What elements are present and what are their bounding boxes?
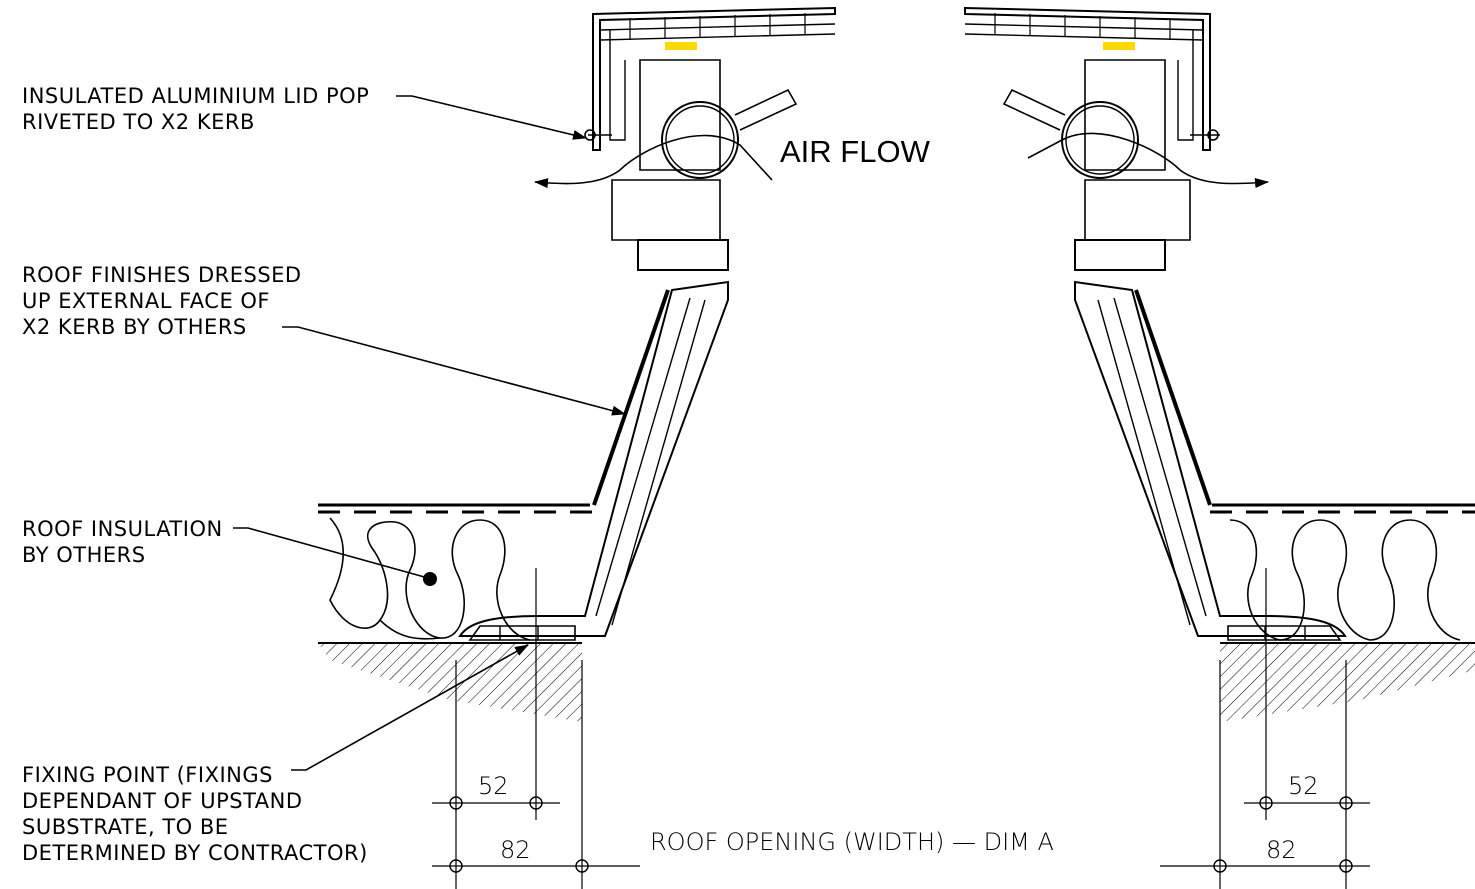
- left-airflow-arrow: [534, 134, 773, 189]
- dim-right-inner: 52: [1288, 772, 1319, 800]
- airflow-label: AIR FLOW: [780, 134, 930, 169]
- fixing-annotation: FIXING POINT (FIXINGS DEPENDANT OF UPSTA…: [22, 762, 368, 866]
- dim-left-inner: 52: [478, 772, 509, 800]
- fixing-annotation-line-4: DETERMINED BY CONTRACTOR): [22, 841, 368, 865]
- fixing-annotation-line-3: SUBSTRATE, TO BE: [22, 815, 229, 839]
- left-rooflight-frame: [637, 239, 729, 271]
- dim-right-outer: 82: [1266, 836, 1297, 864]
- right-lid: [964, 6, 1211, 151]
- right-insulation: [1229, 519, 1461, 641]
- insulation-leader: [233, 527, 429, 579]
- right-seal: [1103, 42, 1135, 50]
- finishes-annotation: ROOF FINISHES DRESSED UP EXTERNAL FACE O…: [22, 262, 302, 340]
- right-rooflight-frame: [1074, 239, 1166, 271]
- dim-opening: ROOF OPENING (WIDTH) — DIM A: [650, 828, 1054, 856]
- insulation-annotation: ROOF INSULATION BY OTHERS: [22, 516, 223, 568]
- left-seal: [665, 42, 697, 50]
- right-airflow-arrow: [1027, 132, 1269, 189]
- left-lid: [592, 6, 836, 151]
- insulation-dot: [423, 572, 437, 586]
- left-kerb-upstand: [458, 280, 729, 637]
- right-substrate-hatch: [1220, 643, 1475, 722]
- right-kerb-upstand: [1074, 280, 1347, 637]
- fixing-leader: [291, 644, 529, 771]
- dimension-lines: [432, 568, 1370, 889]
- fixing-annotation-line-2: DEPENDANT OF UPSTAND: [22, 789, 303, 813]
- leader-lines: [233, 95, 626, 771]
- dim-left-outer: 82: [500, 836, 531, 864]
- insulation-annotation-line-2: BY OTHERS: [22, 543, 146, 567]
- insulation-annotation-line-1: ROOF INSULATION: [22, 517, 223, 541]
- left-kerb-assembly: [318, 6, 836, 722]
- right-kerb-assembly: [964, 6, 1475, 722]
- finishes-leader: [282, 326, 626, 416]
- finishes-annotation-line-3: X2 KERB BY OTHERS: [22, 315, 247, 339]
- left-substrate-hatch: [318, 643, 582, 722]
- finishes-annotation-line-1: ROOF FINISHES DRESSED: [22, 263, 302, 287]
- lid-leader: [396, 95, 587, 140]
- fixing-annotation-line-1: FIXING POINT (FIXINGS: [22, 763, 273, 787]
- finishes-annotation-line-2: UP EXTERNAL FACE OF: [22, 289, 270, 313]
- left-vent-tube: [661, 101, 739, 179]
- lid-annotation-line-1: INSULATED ALUMINIUM LID POP: [22, 84, 370, 108]
- lid-annotation-line-2: RIVETED TO X2 KERB: [22, 110, 255, 134]
- lid-annotation: INSULATED ALUMINIUM LID POP RIVETED TO X…: [22, 83, 369, 135]
- left-insulation: [329, 517, 531, 641]
